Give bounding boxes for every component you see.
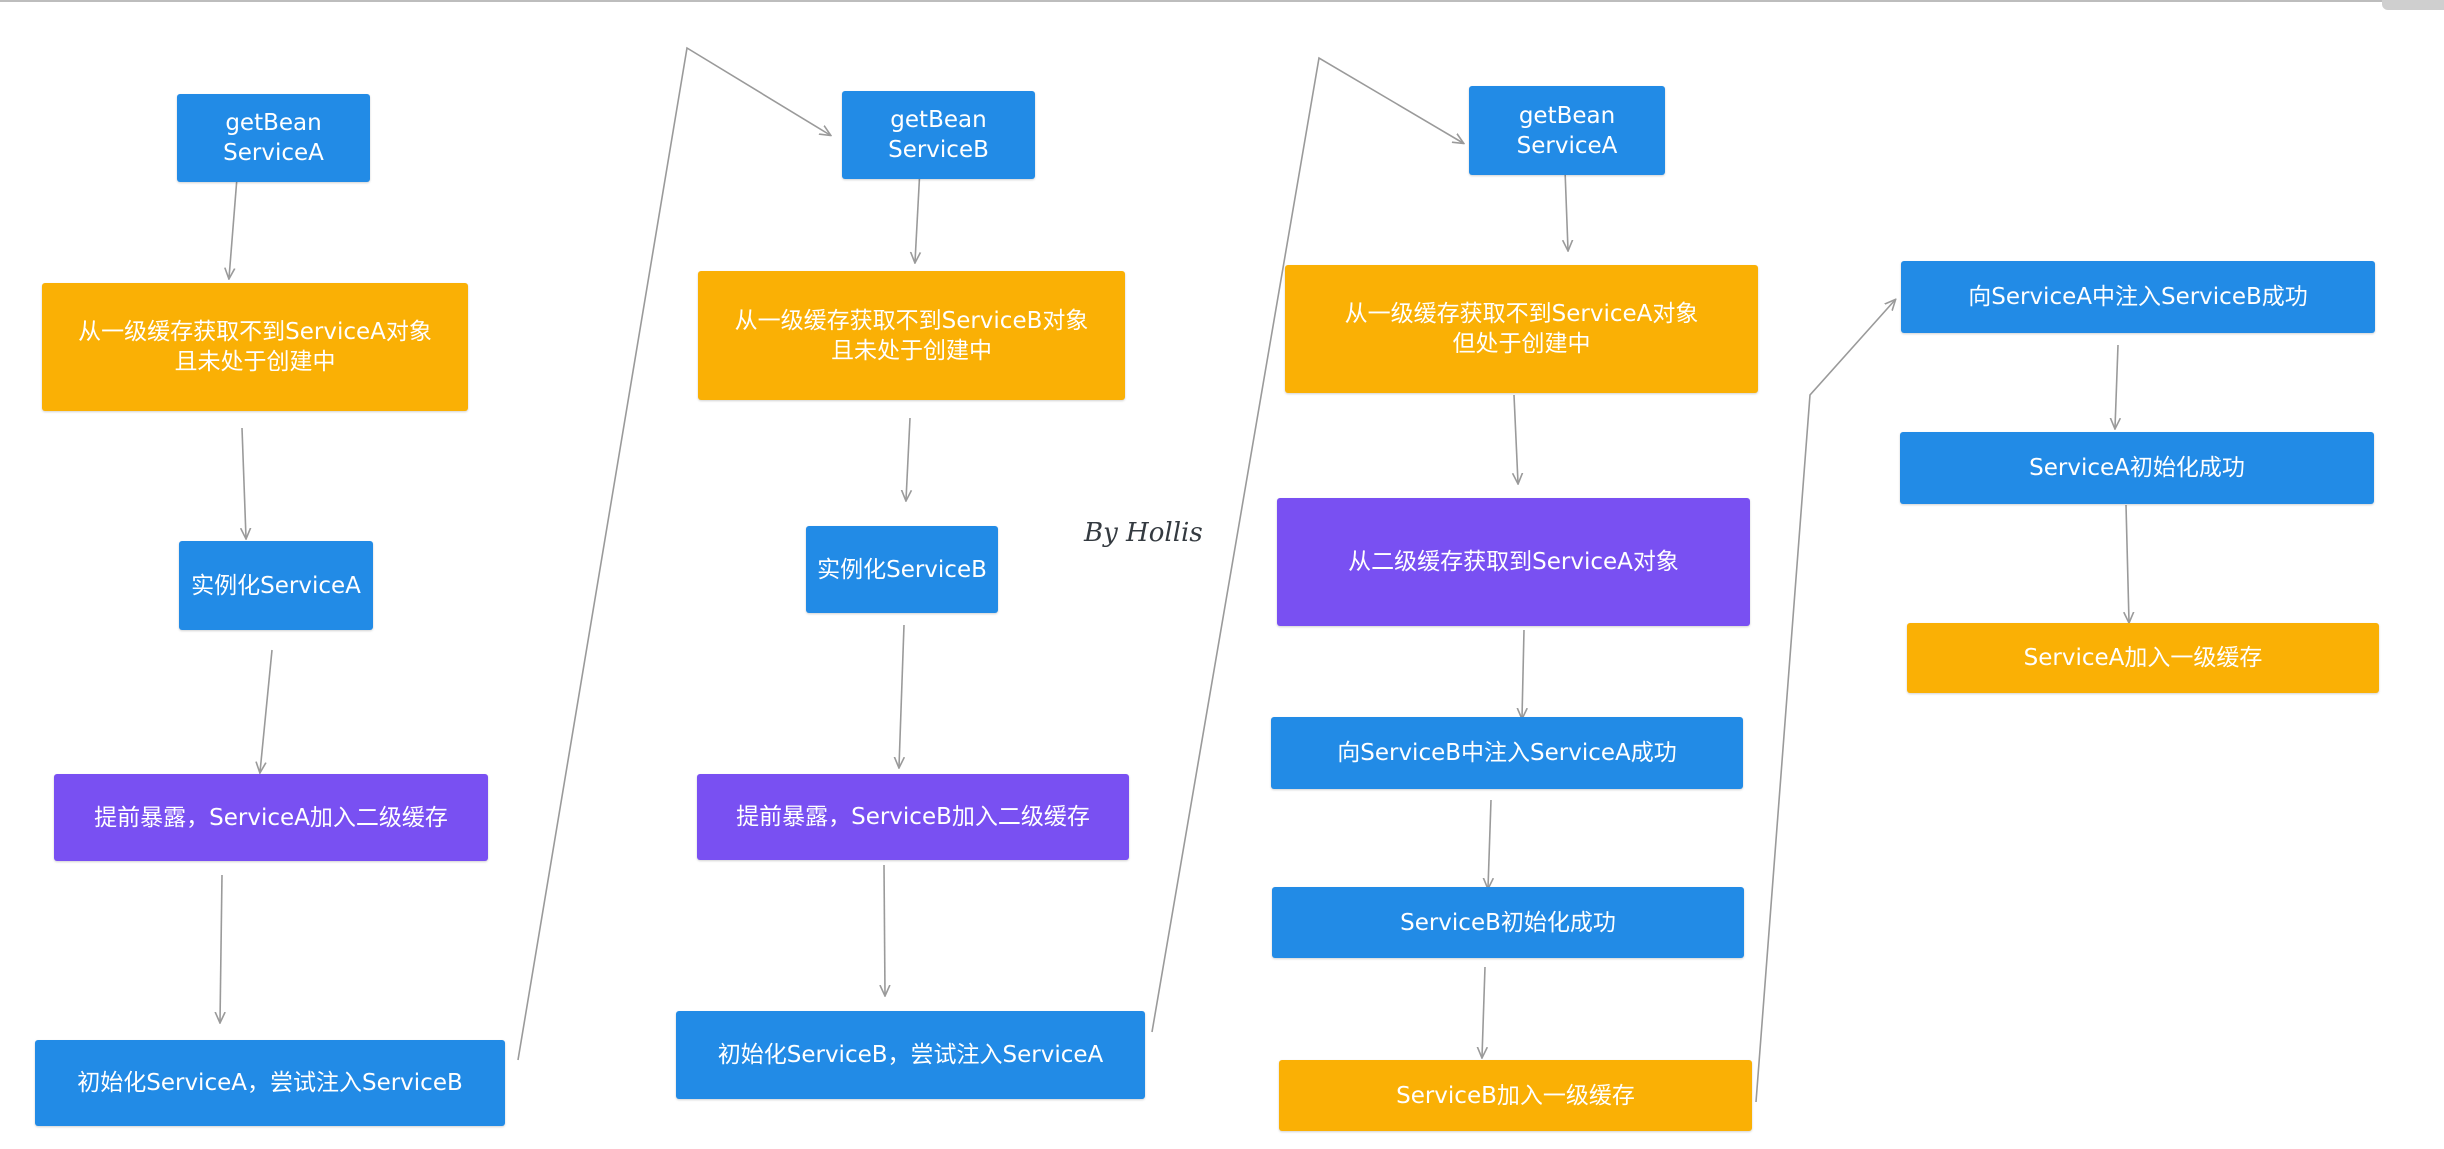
- arrow-c3-2: [1514, 394, 1518, 483]
- expose-servicea-node: 提前暴露，ServiceA加入二级缓存: [54, 774, 488, 861]
- arrow-c2-4: [884, 864, 885, 995]
- arrow-c3-4: [1488, 799, 1491, 888]
- arrow-c2-2: [906, 417, 910, 500]
- inject-serviceb-into-servicea-node: 向ServiceA中注入ServiceB成功: [1901, 261, 2375, 333]
- serviceb-add-first-cache-node: ServiceB加入一级缓存: [1279, 1060, 1752, 1131]
- cache-miss-serviceb-node: 从一级缓存获取不到ServiceB对象 且未处于创建中: [698, 271, 1125, 400]
- inject-servicea-into-serviceb-node: 向ServiceB中注入ServiceA成功: [1271, 717, 1743, 789]
- connector-c3-to-c4: [1755, 300, 1895, 1103]
- arrow-c4-1: [2115, 344, 2118, 428]
- servicea-add-first-cache-node: ServiceA加入一级缓存: [1907, 623, 2379, 693]
- connector-c1-to-c2: [517, 46, 830, 1061]
- servicea-init-done-node: ServiceA初始化成功: [1900, 432, 2374, 504]
- init-servicea-node: 初始化ServiceA，尝试注入ServiceB: [35, 1040, 505, 1126]
- arrow-c3-3: [1522, 629, 1524, 718]
- getbean-servicea-again-node: getBean ServiceA: [1469, 86, 1665, 175]
- getbean-servicea-node: getBean ServiceA: [177, 94, 370, 182]
- cache-miss-creating-servicea-node: 从一级缓存获取不到ServiceA对象 但处于创建中: [1285, 265, 1758, 393]
- connector-c2-to-c3: [1151, 56, 1463, 1033]
- author-signature: By Hollis: [1084, 518, 1203, 548]
- arrow-c2-1: [915, 167, 920, 262]
- init-serviceb-node: 初始化ServiceB，尝试注入ServiceA: [676, 1011, 1145, 1099]
- arrow-c3-5: [1482, 966, 1485, 1057]
- getbean-serviceb-node: getBean ServiceB: [842, 91, 1035, 179]
- arrow-c1-4: [220, 874, 222, 1022]
- arrow-c3-1: [1565, 169, 1568, 250]
- second-level-cache-hit-node: 从二级缓存获取到ServiceA对象: [1277, 498, 1750, 626]
- arrow-c1-1: [229, 164, 239, 278]
- window-corner: [2382, 0, 2444, 10]
- window-top-border: [0, 0, 2444, 2]
- arrow-c2-3: [899, 624, 904, 767]
- serviceb-init-done-node: ServiceB初始化成功: [1272, 887, 1744, 958]
- instantiate-serviceb-node: 实例化ServiceB: [806, 526, 998, 613]
- cache-miss-servicea-node: 从一级缓存获取不到ServiceA对象 且未处于创建中: [42, 283, 468, 411]
- arrow-c1-2: [242, 427, 246, 538]
- instantiate-servicea-node: 实例化ServiceA: [179, 541, 373, 630]
- arrow-c1-3: [260, 649, 273, 772]
- expose-serviceb-node: 提前暴露，ServiceB加入二级缓存: [697, 774, 1129, 860]
- arrow-c4-2: [2126, 504, 2129, 622]
